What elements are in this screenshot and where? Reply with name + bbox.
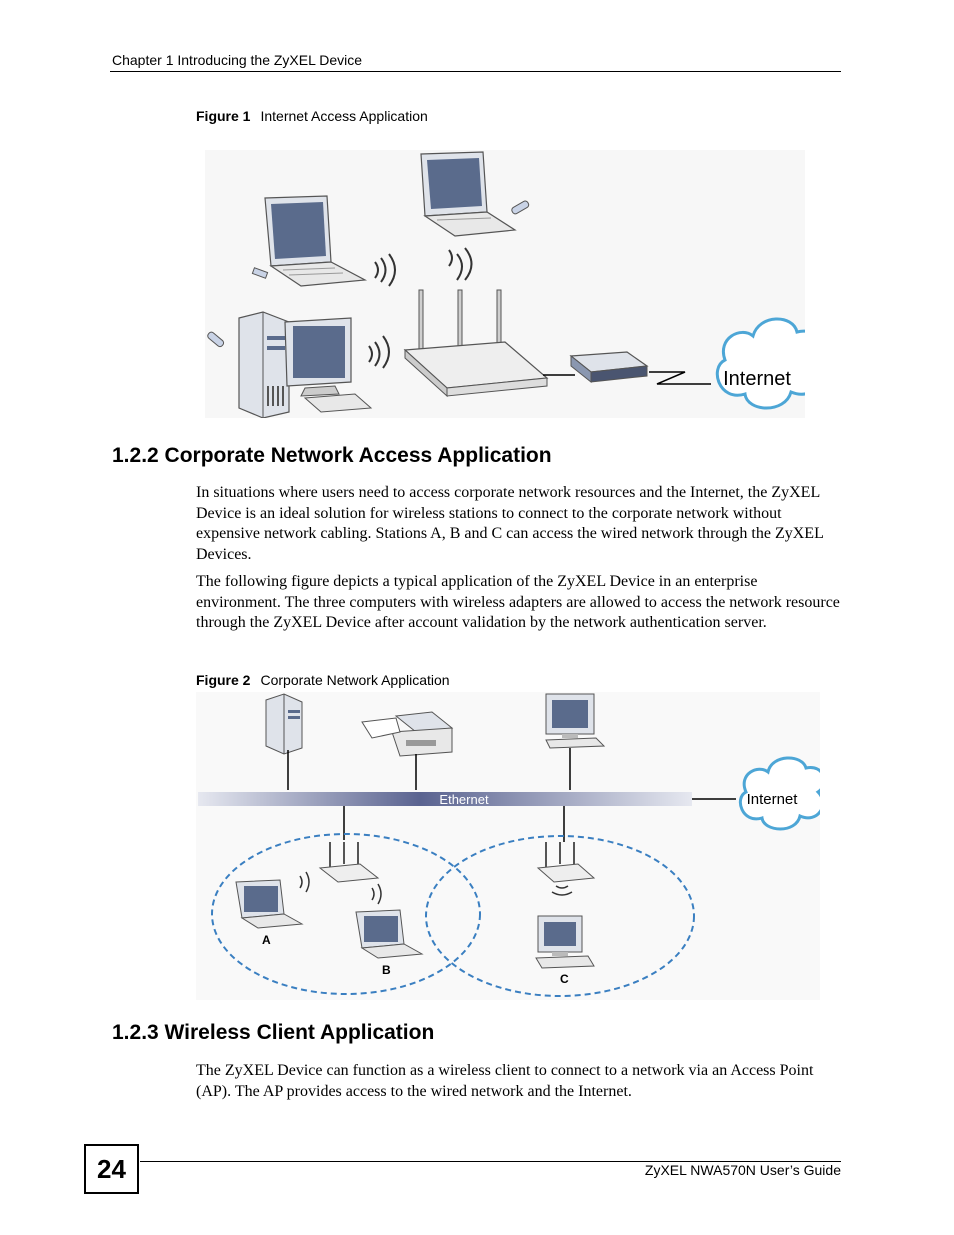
- printer-icon: [361, 711, 454, 757]
- internet-cloud-icon: Internet: [715, 317, 805, 410]
- paragraph: The following figure depicts a typical a…: [196, 573, 840, 631]
- section-heading-1-2-3: 1.2.3 Wireless Client Application: [112, 1021, 435, 1044]
- internet-cloud-icon: Internet: [739, 756, 820, 831]
- computer-c-icon: [535, 915, 595, 969]
- station-c-label: C: [560, 972, 569, 986]
- header-rule: [110, 71, 841, 72]
- station-a-label: A: [262, 933, 271, 947]
- ethernet-label: Ethernet: [439, 792, 489, 807]
- ethernet-backbone: [198, 792, 692, 806]
- figure2-label: Figure 2: [196, 672, 251, 688]
- running-header: Chapter 1 Introducing the ZyXEL Device: [112, 52, 363, 68]
- wireless-adapter-icon: [207, 331, 225, 348]
- section-heading-1-2-2: 1.2.2 Corporate Network Access Applicati…: [112, 444, 552, 467]
- footer-rule: [140, 1161, 841, 1162]
- running-footer: ZyXEL NWA570N User’s Guide: [644, 1162, 841, 1178]
- wireless-signal-icon: [299, 871, 573, 905]
- workstation-computer-icon: [545, 693, 606, 749]
- figure2-corporate-network-diagram: Ethernet Internet A B: [196, 692, 820, 1000]
- figure1-internet-access-diagram: Internet: [205, 150, 805, 418]
- figure1-title: Internet Access Application: [260, 108, 428, 124]
- figure2-caption: Figure 2 Corporate Network Application: [196, 672, 450, 688]
- server-icon: [265, 693, 303, 755]
- wireless-cell-right: [425, 835, 695, 997]
- paragraph: The ZyXEL Device can function as a wirel…: [196, 1062, 814, 1100]
- cloud-label: Internet: [747, 791, 799, 808]
- figure2-title: Corporate Network Application: [260, 672, 450, 688]
- cloud-label: Internet: [723, 368, 791, 390]
- laptop-icon: [264, 195, 368, 287]
- wireless-adapter-icon: [251, 267, 269, 279]
- laptop-icon: [420, 151, 517, 237]
- laptop-b-icon: [355, 909, 424, 959]
- page-number: 24: [84, 1144, 139, 1194]
- wireless-signal-icon: [368, 247, 473, 369]
- desktop-computer-icon: [238, 311, 373, 418]
- paragraph: In situations where users need to access…: [196, 484, 824, 563]
- figure1-caption: Figure 1 Internet Access Application: [196, 108, 428, 124]
- laptop-a-icon: [235, 879, 304, 929]
- station-b-label: B: [382, 963, 391, 977]
- wireless-cell-left: [211, 833, 481, 995]
- access-point-icon: [318, 842, 380, 883]
- access-point-icon: [403, 289, 549, 398]
- access-point-icon: [536, 842, 596, 883]
- figure1-label: Figure 1: [196, 108, 251, 124]
- wireless-adapter-icon: [511, 200, 530, 215]
- modem-icon: [569, 351, 649, 384]
